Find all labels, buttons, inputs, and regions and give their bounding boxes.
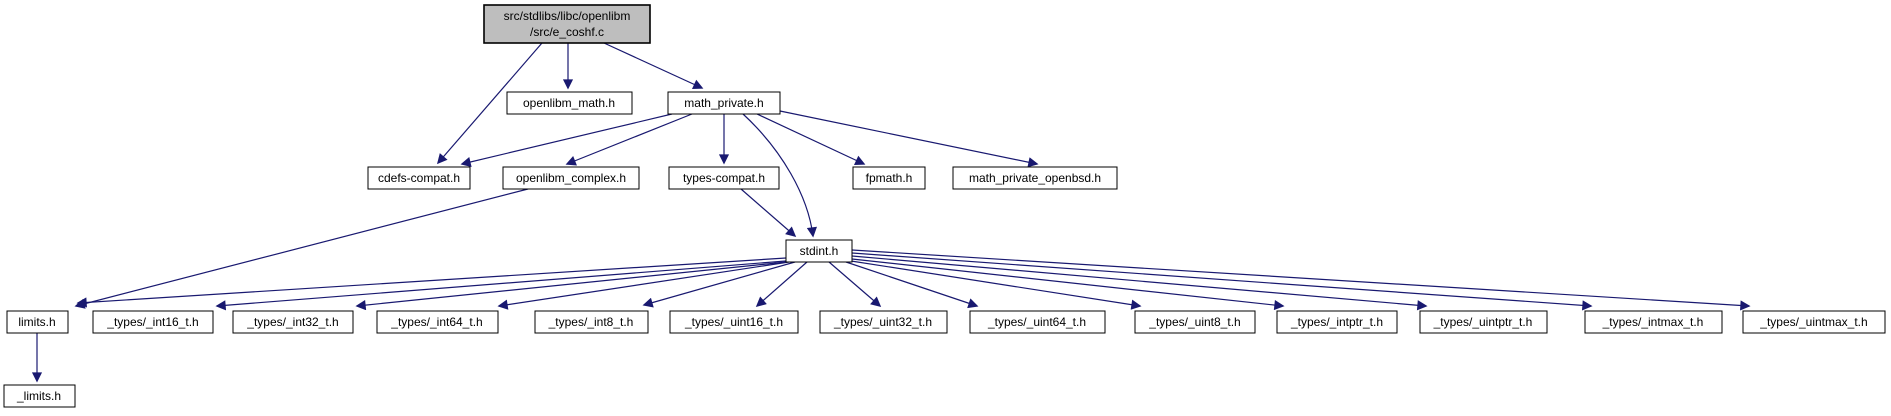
node-limits[interactable]: limits.h bbox=[6, 310, 69, 334]
node-int32[interactable]: _types/_int32_t.h bbox=[232, 310, 354, 334]
node-openlibm-complex[interactable]: openlibm_complex.h bbox=[502, 166, 640, 190]
node-uint8[interactable]: _types/_uint8_t.h bbox=[1134, 310, 1256, 334]
node-cdefs-compat[interactable]: cdefs-compat.h bbox=[367, 166, 471, 190]
edge-stdint-to-uint64 bbox=[845, 261, 979, 309]
edge-stdint-to-uintmax bbox=[851, 249, 1751, 311]
node-int64[interactable]: _types/_int64_t.h bbox=[376, 310, 499, 334]
node-stdint[interactable]: stdint.h bbox=[785, 239, 853, 263]
edge-stdint-to-int16 bbox=[215, 260, 787, 311]
node-uint8-label: _types/_uint8_t.h bbox=[1148, 315, 1240, 329]
node-uintmax-label: _types/_uintmax_t.h bbox=[1759, 315, 1867, 329]
node-int16[interactable]: _types/_int16_t.h bbox=[92, 310, 214, 334]
edge-openlibm-complex-to-limits bbox=[74, 188, 529, 309]
node-limits-underscore-label: _limits.h bbox=[16, 389, 61, 403]
edge-stdint-to-uint16 bbox=[755, 261, 808, 308]
node-root: src/stdlibs/libc/openlibm /src/e_coshf.c bbox=[483, 4, 651, 44]
node-types-compat[interactable]: types-compat.h bbox=[668, 166, 780, 190]
node-int64-label: _types/_int64_t.h bbox=[390, 315, 482, 329]
node-math-private-openbsd-label: math_private_openbsd.h bbox=[969, 171, 1101, 185]
edge-stdint-to-int64 bbox=[497, 261, 790, 310]
node-openlibm-complex-label: openlibm_complex.h bbox=[516, 171, 626, 185]
node-stdint-label: stdint.h bbox=[800, 244, 839, 258]
nodes: src/stdlibs/libc/openlibm /src/e_coshf.c… bbox=[3, 4, 1886, 408]
edge-math-private-to-fpmath bbox=[756, 113, 866, 165]
node-cdefs-compat-label: cdefs-compat.h bbox=[378, 171, 460, 185]
node-uint64[interactable]: _types/_uint64_t.h bbox=[969, 310, 1106, 334]
edge-stdint-to-uint8 bbox=[850, 260, 1142, 310]
edge-math-private-to-openlibm-complex bbox=[565, 113, 693, 166]
node-fpmath-label: fpmath.h bbox=[866, 171, 913, 185]
edge-root-to-math-private bbox=[603, 42, 704, 90]
node-limits-label: limits.h bbox=[18, 315, 55, 329]
node-root-label-line2: /src/e_coshf.c bbox=[530, 25, 604, 39]
node-intmax-label: _types/_intmax_t.h bbox=[1602, 315, 1704, 329]
node-uint16-label: _types/_uint16_t.h bbox=[684, 315, 783, 329]
node-math-private[interactable]: math_private.h bbox=[667, 91, 781, 115]
edge-math-private-to-stdint bbox=[742, 113, 817, 238]
node-uint32[interactable]: _types/_uint32_t.h bbox=[819, 310, 948, 334]
node-uintptr[interactable]: _types/_uintptr_t.h bbox=[1419, 310, 1548, 334]
node-int8[interactable]: _types/_int8_t.h bbox=[534, 310, 649, 334]
edge-types-compat-to-stdint bbox=[740, 188, 797, 238]
node-int32-label: _types/_int32_t.h bbox=[246, 315, 338, 329]
edge-stdint-to-limits bbox=[76, 257, 787, 308]
edge-stdint-to-int32 bbox=[355, 261, 787, 311]
node-uint64-label: _types/_uint64_t.h bbox=[987, 315, 1086, 329]
node-uint16[interactable]: _types/_uint16_t.h bbox=[669, 310, 799, 334]
edge-stdint-to-intmax bbox=[851, 252, 1593, 311]
node-uintmax[interactable]: _types/_uintmax_t.h bbox=[1742, 310, 1886, 334]
edge-stdint-to-uint32 bbox=[828, 261, 882, 307]
node-openlibm-math-label: openlibm_math.h bbox=[523, 96, 615, 110]
edge-stdint-to-int8 bbox=[642, 261, 796, 308]
node-openlibm-math[interactable]: openlibm_math.h bbox=[506, 91, 633, 115]
node-fpmath[interactable]: fpmath.h bbox=[852, 166, 926, 190]
node-limits-underscore[interactable]: _limits.h bbox=[3, 384, 76, 408]
node-root-label-line1: src/stdlibs/libc/openlibm bbox=[504, 9, 631, 23]
edge-root-to-cdefs-compat bbox=[436, 42, 543, 165]
node-intptr-label: _types/_intptr_t.h bbox=[1290, 315, 1383, 329]
node-math-private-label: math_private.h bbox=[684, 96, 763, 110]
node-intptr[interactable]: _types/_intptr_t.h bbox=[1276, 310, 1398, 334]
node-uintptr-label: _types/_uintptr_t.h bbox=[1433, 315, 1533, 329]
node-intmax[interactable]: _types/_intmax_t.h bbox=[1584, 310, 1723, 334]
edge-math-private-to-math-private-openbsd bbox=[779, 110, 1039, 168]
edges bbox=[31, 42, 1751, 383]
edge-stdint-to-uintptr bbox=[851, 255, 1428, 311]
edge-math-private-to-cdefs-compat bbox=[460, 113, 673, 167]
node-int8-label: _types/_int8_t.h bbox=[548, 315, 634, 329]
node-types-compat-label: types-compat.h bbox=[683, 171, 765, 185]
node-uint32-label: _types/_uint32_t.h bbox=[833, 315, 932, 329]
node-math-private-openbsd[interactable]: math_private_openbsd.h bbox=[952, 166, 1118, 190]
node-int16-label: _types/_int16_t.h bbox=[106, 315, 198, 329]
edge-stdint-to-intptr bbox=[851, 258, 1285, 311]
